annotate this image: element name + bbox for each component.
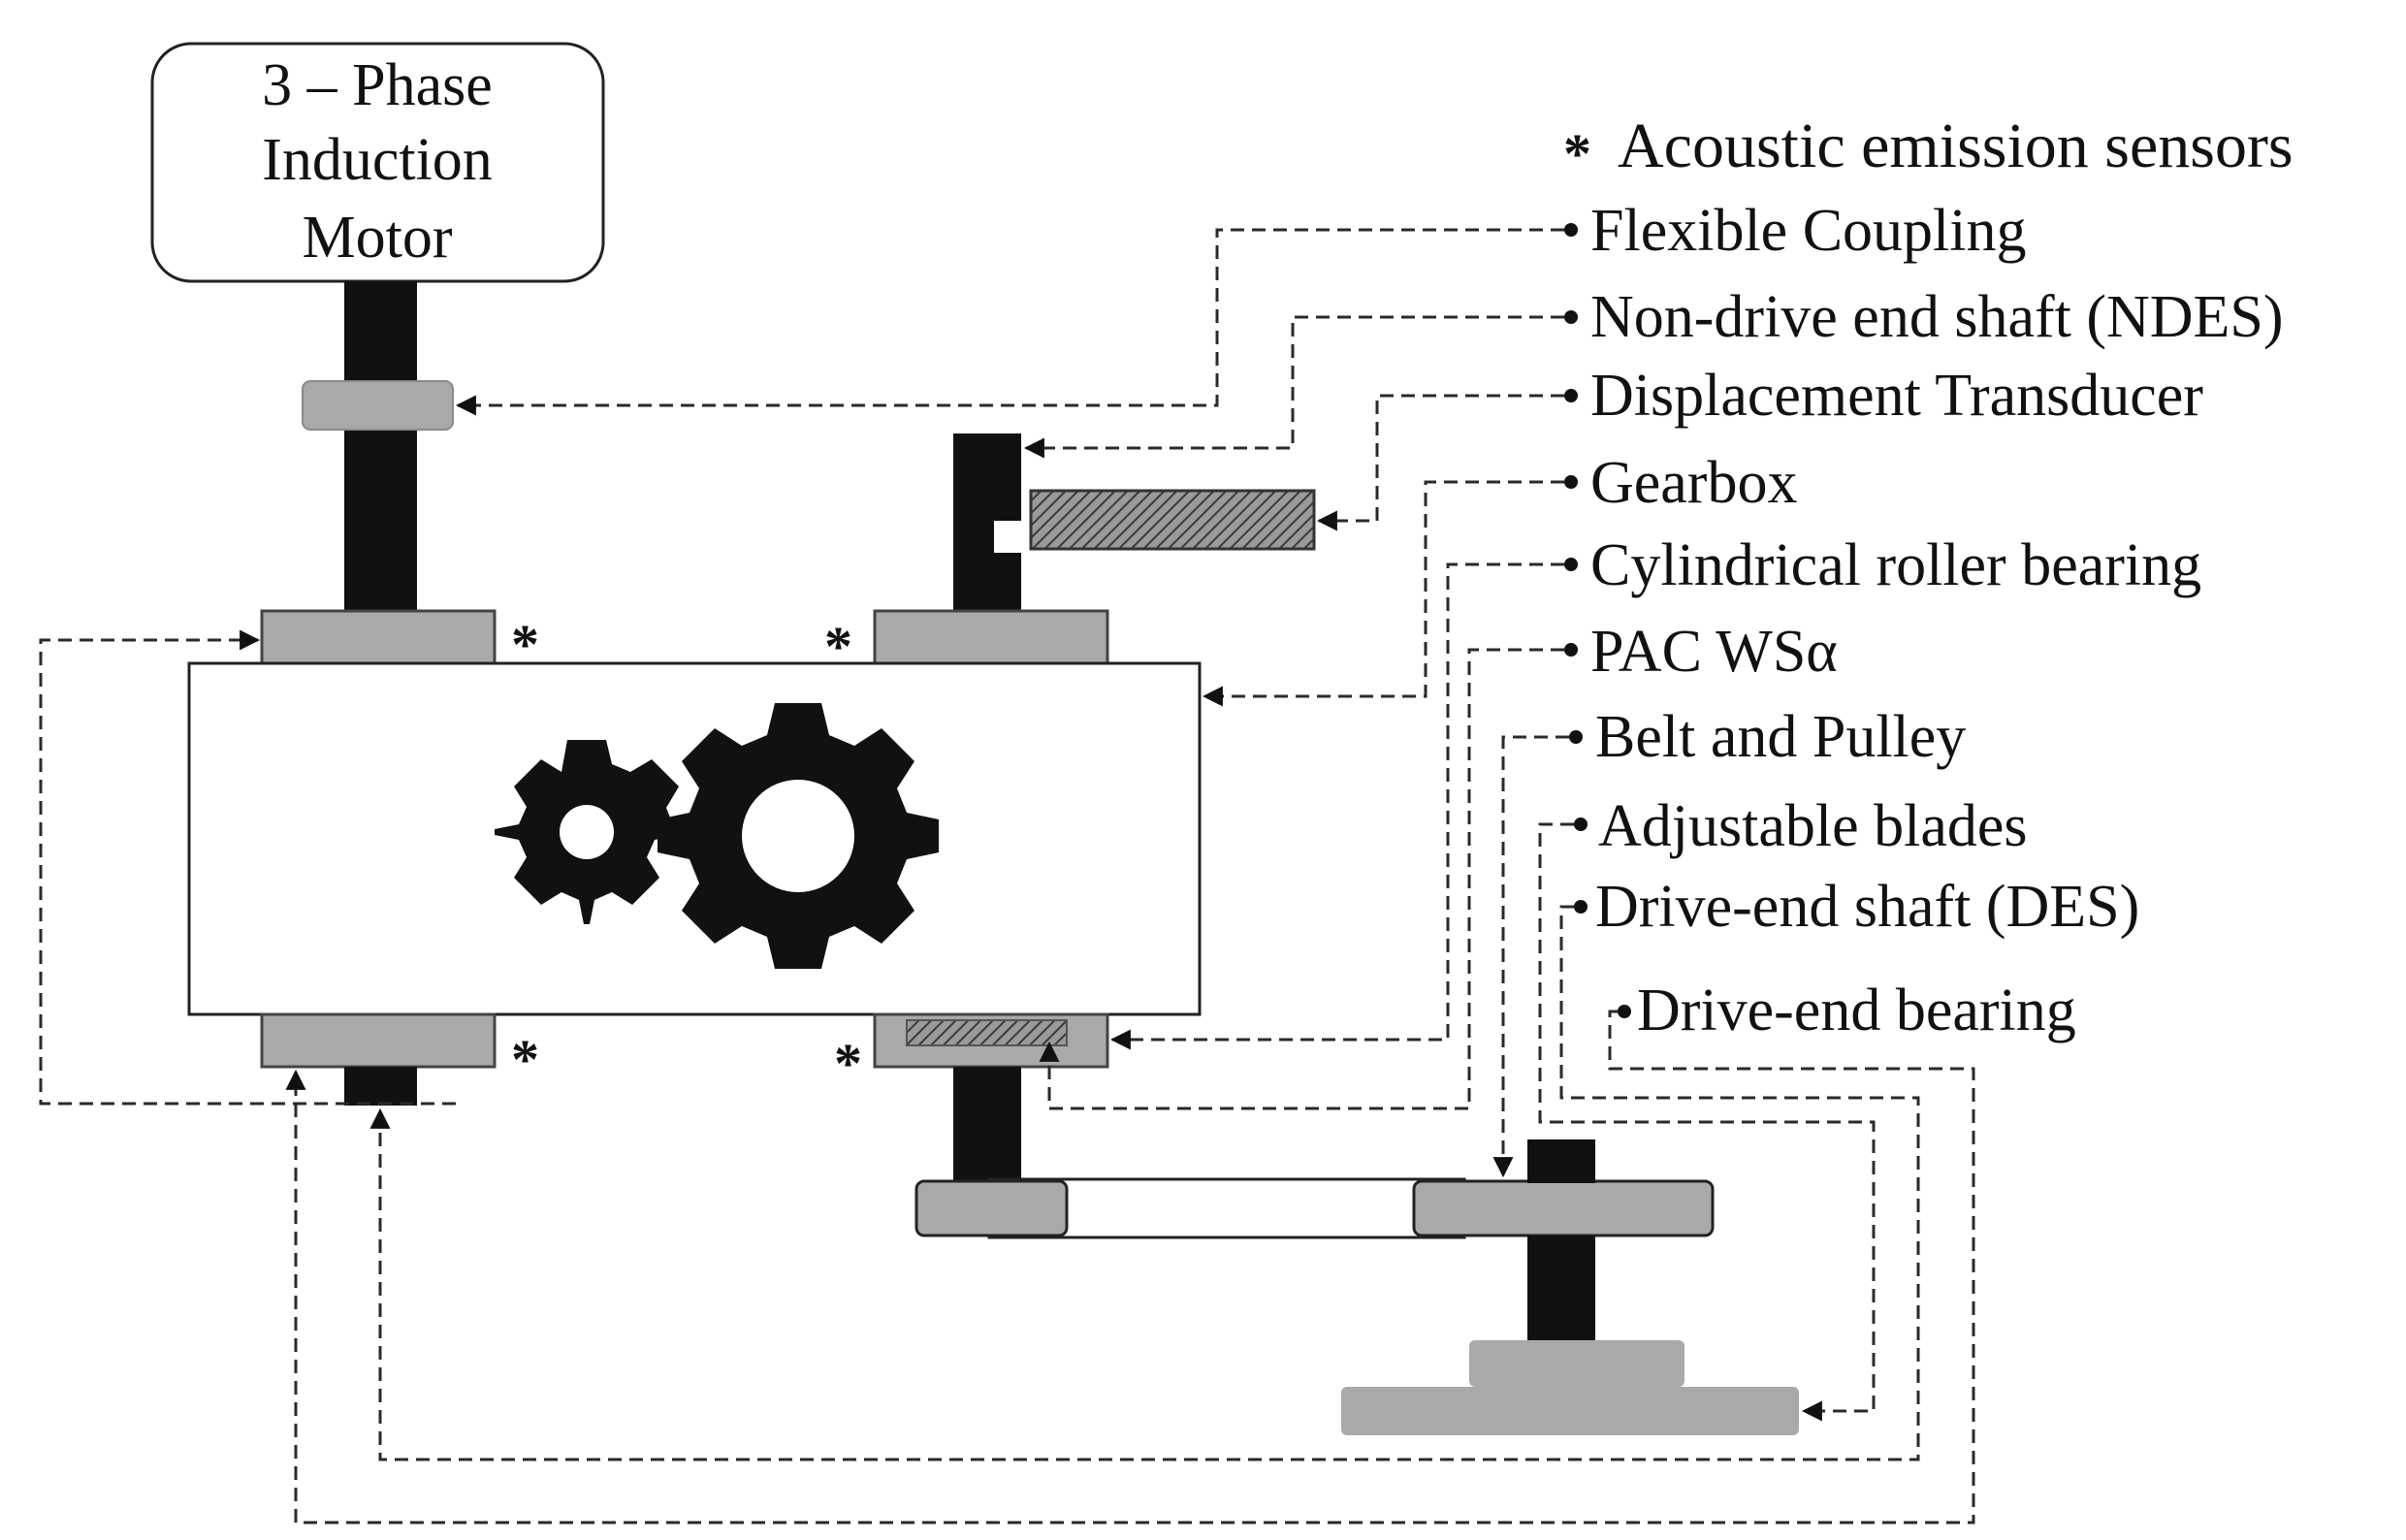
ae-sensor-mark-top-left: * [511,613,539,676]
label-pac-wsa: PAC WSα [1590,619,1838,685]
pulley-driver [914,1179,1069,1237]
flexible-coupling [302,380,454,431]
bearing-bottom-left [260,1012,497,1069]
ae-sensor-mark-bottom-right: * [834,1032,862,1095]
motor-label-line2: Induction [262,127,493,193]
drive-end-bearing-block [1469,1340,1684,1387]
pulley-driven [1412,1179,1715,1237]
bearing-top-right [873,609,1109,665]
ndes-shaft-lower [953,553,1021,616]
label-adjustable-blades: Adjustable blades [1598,793,2028,859]
label-des: Drive-end shaft (DES) [1595,874,2139,940]
fan-shaft-top [1527,1139,1595,1183]
label-ndes: Non-drive end shaft (NDES) [1590,284,2284,350]
gear-small-icon [495,740,679,924]
label-flexible-coupling: Flexible Coupling [1590,198,2027,264]
label-dots [1564,223,1631,1018]
leader-cylindrical-roller-bearing [1109,562,1564,1050]
motor-shaft [344,281,417,611]
leader-drive-end-bearing [285,1010,1975,1524]
leader-ndes [1023,315,1564,459]
shaft-stub-left [344,1067,417,1106]
pac-wsa-sensor [906,1019,1068,1046]
legend-symbol: * [1563,122,1591,185]
displacement-transducer [1029,489,1316,551]
ae-sensor-mark-top-right: * [824,615,852,678]
leader-gearbox [1202,480,1564,707]
label-cylindrical-roller-bearing: Cylindrical roller bearing [1590,532,2201,598]
ndes-shaft-neck [953,519,994,555]
bearing-top-left [260,609,497,665]
label-displacement-transducer: Displacement Transducer [1590,363,2203,429]
ndes-shaft-upper [953,433,1021,521]
gear-large-icon [658,703,939,969]
leader-ae-left-loop [39,629,456,1106]
leader-belt-pulley [1492,735,1569,1178]
leader-displacement-transducer [1316,394,1564,531]
des-pulley-shaft [953,1067,1021,1183]
legend-text: Acoustic emission sensors [1618,111,2294,181]
label-drive-end-bearing: Drive-end bearing [1637,978,2076,1043]
adjustable-blades-block [1341,1387,1799,1435]
label-belt-pulley: Belt and Pulley [1595,704,1966,770]
leader-adjustable-blades [1538,822,1876,1422]
fan-shaft-des [1527,1235,1595,1342]
leader-des [369,905,1920,1461]
label-gearbox: Gearbox [1590,450,1797,516]
ae-sensor-mark-bottom-left: * [511,1028,539,1091]
leader-flexible-coupling [455,228,1564,416]
motor-label-line3: Motor [303,205,453,271]
motor-label-line1: 3 – Phase [262,52,493,118]
